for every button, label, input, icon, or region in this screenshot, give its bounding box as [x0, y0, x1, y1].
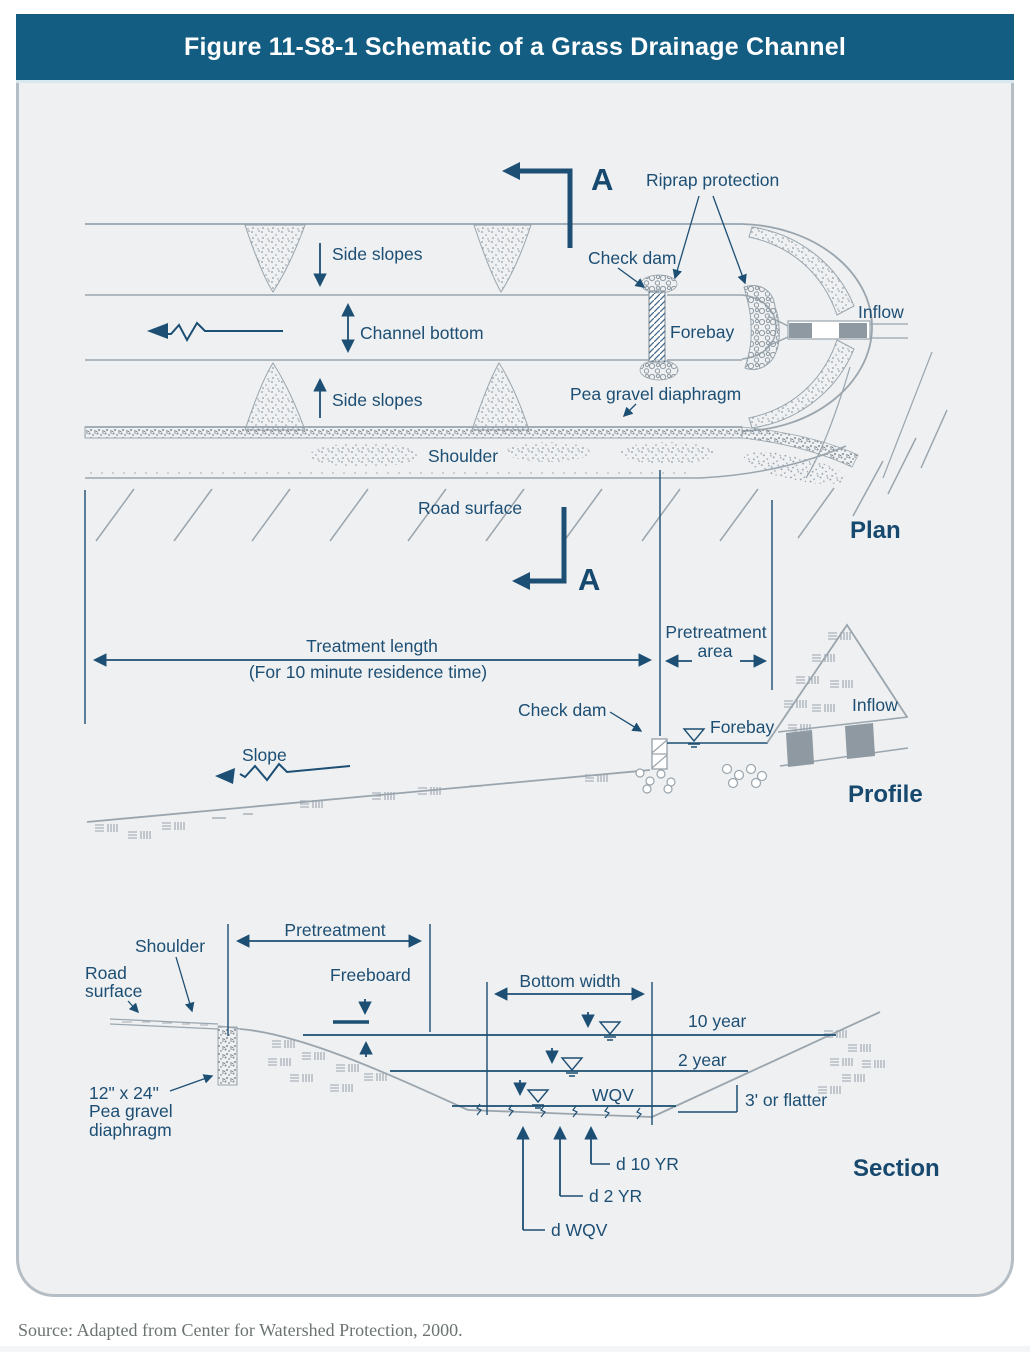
page-bottom-strip	[0, 1346, 1030, 1352]
label-road-section-2: surface	[85, 981, 142, 1001]
profile-annotation-arrows	[215, 711, 643, 784]
label-road-surface-plan: Road surface	[418, 498, 522, 518]
label-bottom-width: Bottom width	[519, 971, 620, 991]
label-d-wqv: d WQV	[551, 1220, 608, 1240]
label-check-dam-plan: Check dam	[588, 248, 677, 268]
water-surface-lines	[303, 1012, 836, 1109]
road-edge-and-hatching	[85, 351, 948, 542]
plan-view-title: Plan	[850, 517, 901, 544]
label-pretreatment-area-2: area	[697, 641, 732, 661]
label-treatment-length: Treatment length	[306, 636, 438, 656]
label-inflow-profile: Inflow	[852, 695, 898, 715]
inflow-pipe-plan	[767, 315, 908, 347]
profile-view: Check dam Forebay Inflow Slope Profile	[86, 623, 923, 840]
water-surface-icon-forebay	[683, 728, 705, 748]
label-pea-gravel-2: Pea gravel	[89, 1101, 173, 1121]
profile-view-title: Profile	[848, 781, 923, 808]
label-side-slopes-top: Side slopes	[332, 244, 423, 264]
forebay-riprap	[743, 285, 780, 370]
label-d-10yr: d 10 YR	[616, 1154, 679, 1174]
label-2-year: 2 year	[678, 1050, 727, 1070]
side-slope-wedges	[244, 224, 855, 431]
check-dam-profile	[651, 738, 668, 770]
label-forebay-profile: Forebay	[710, 717, 774, 737]
label-treatment-note: (For 10 minute residence time)	[249, 662, 487, 682]
label-pea-gravel-3: diaphragm	[89, 1120, 172, 1140]
label-side-slopes-bottom: Side slopes	[332, 390, 423, 410]
label-3ft-or-flatter: 3' or flatter	[745, 1090, 827, 1110]
section-view: Shoulder Road surface Pretreatment Freeb…	[85, 920, 940, 1240]
label-inflow-plan: Inflow	[858, 302, 904, 322]
label-10-year: 10 year	[688, 1011, 747, 1031]
label-shoulder-section: Shoulder	[135, 936, 205, 956]
section-dimensions	[227, 924, 738, 1125]
section-cut-marker-bottom	[512, 507, 567, 590]
label-slope: Slope	[242, 745, 287, 765]
figure-title: Figure 11-S8-1 Schematic of a Grass Drai…	[183, 32, 847, 61]
depth-callouts	[516, 1125, 610, 1231]
plan-annotation-arrows	[147, 195, 747, 418]
treatment-dimensions: Treatment length (For 10 minute residenc…	[84, 470, 773, 736]
section-cut-marker-top	[502, 162, 573, 248]
label-d-2yr: d 2 YR	[589, 1186, 642, 1206]
profile-ground-line	[86, 769, 651, 823]
label-riprap-protection: Riprap protection	[646, 170, 779, 190]
label-check-dam-profile: Check dam	[518, 700, 607, 720]
label-channel-bottom: Channel bottom	[360, 323, 484, 343]
section-annotation-arrows	[127, 956, 214, 1092]
label-pretreatment-area-1: Pretreatment	[665, 622, 766, 642]
label-forebay-plan: Forebay	[670, 322, 734, 342]
check-dam-plan	[639, 274, 679, 381]
section-view-title: Section	[853, 1155, 940, 1182]
label-pretreatment-section: Pretreatment	[284, 920, 385, 940]
label-wqv: WQV	[592, 1085, 634, 1105]
label-freeboard: Freeboard	[330, 965, 411, 985]
profile-rocks	[635, 763, 768, 794]
section-channel-outline	[239, 1011, 881, 1118]
profile-embankment	[766, 623, 909, 767]
section-marker-a-bottom: A	[578, 562, 600, 597]
label-road-section-1: Road	[85, 963, 127, 983]
profile-grass-texture	[94, 773, 608, 840]
shoulder-gravel-strip	[84, 426, 859, 484]
label-shoulder-plan: Shoulder	[428, 446, 498, 466]
plan-view: A A Riprap protection Check dam Side slo…	[84, 162, 948, 597]
source-note: Source: Adapted from Center for Watershe…	[18, 1320, 463, 1340]
section-marker-a-top: A	[591, 162, 613, 197]
figure-header: Figure 11-S8-1 Schematic of a Grass Drai…	[16, 14, 1014, 83]
label-pea-gravel-diaphragm-plan: Pea gravel diaphragm	[570, 384, 741, 404]
label-pea-gravel-size: 12" x 24"	[89, 1083, 159, 1103]
